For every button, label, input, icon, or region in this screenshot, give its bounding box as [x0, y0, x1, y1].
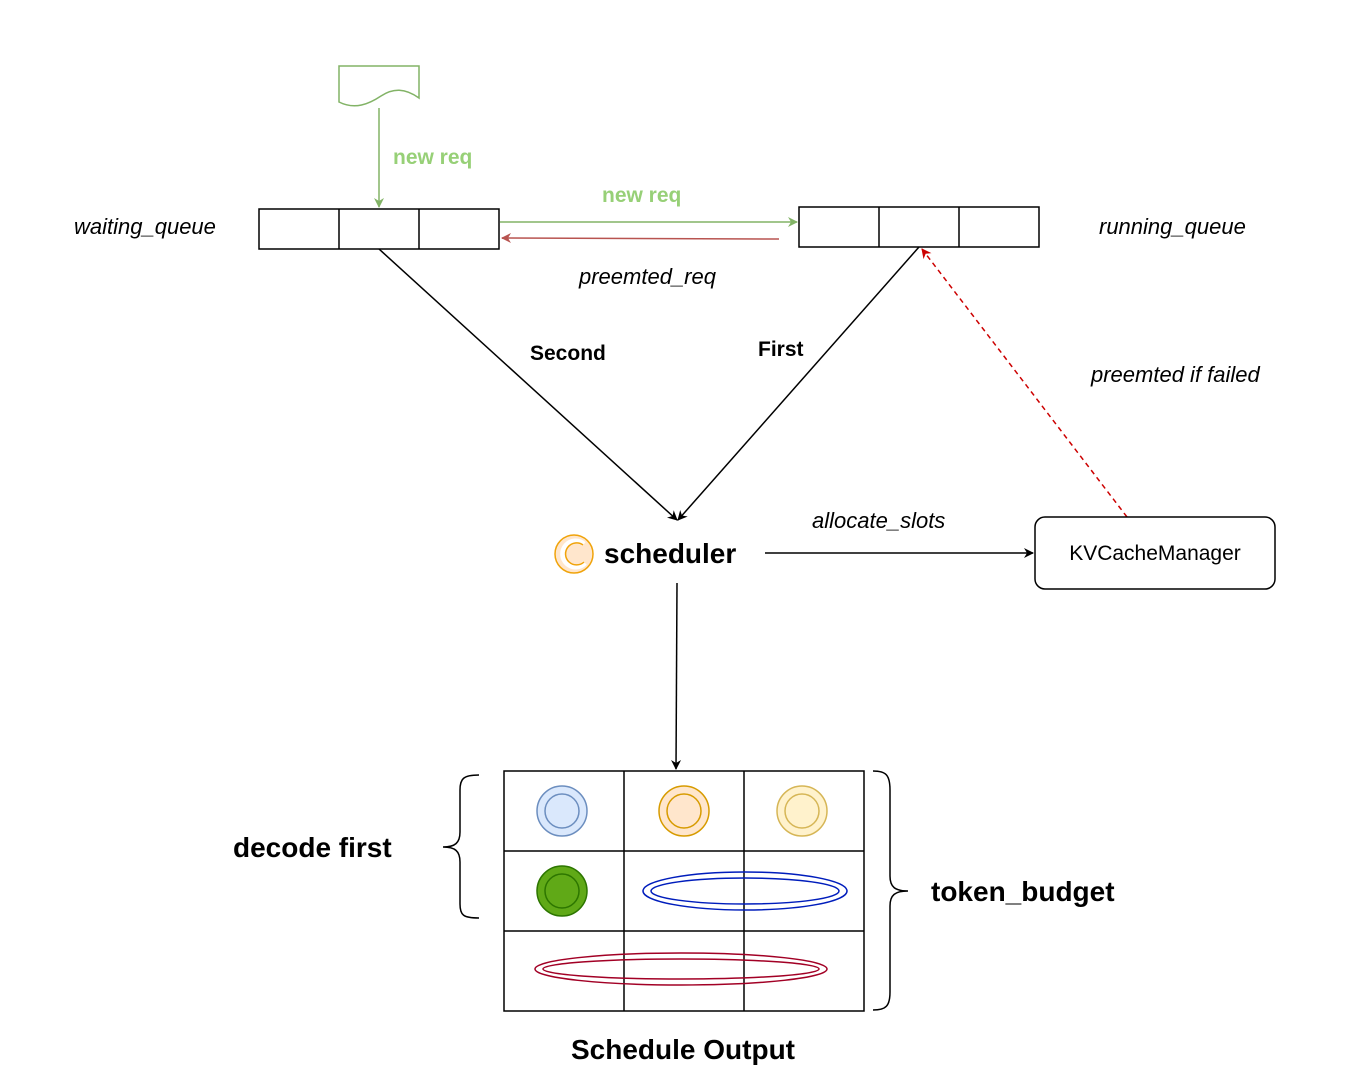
preemted-req-label: preemted_req	[578, 264, 717, 289]
schedule-output-label: Schedule Output	[571, 1034, 795, 1065]
running-queue	[798, 206, 1040, 248]
new-req-label-mid: new req	[602, 184, 681, 207]
green-token	[536, 865, 588, 917]
decode-first-brace	[442, 774, 480, 919]
waiting-queue-label: waiting_queue	[74, 214, 216, 239]
schedule-output-arrow	[671, 582, 682, 770]
second-arrow	[378, 248, 678, 521]
running-queue-label: running_queue	[1099, 214, 1246, 239]
decode-first-label: decode first	[233, 832, 392, 863]
preemted-if-failed-arrow	[921, 248, 1128, 518]
allocate-slots-label: allocate_slots	[812, 508, 945, 533]
orange-token	[658, 785, 710, 837]
token-budget-brace	[872, 770, 909, 1011]
document-icon	[338, 65, 420, 107]
kvcache-manager-box	[1034, 516, 1276, 590]
scheduler-icon	[554, 534, 594, 574]
first-label: First	[758, 338, 804, 361]
waiting-queue	[258, 208, 500, 250]
second-label: Second	[530, 342, 606, 365]
first-arrow	[677, 246, 920, 521]
kvcache-manager-label: KVCacheManager	[1069, 542, 1241, 565]
preemted-if-failed-label: preemted if failed	[1090, 362, 1261, 387]
blue-token	[536, 785, 588, 837]
blue-ellipse-token	[642, 871, 848, 911]
token-budget-label: token_budget	[931, 876, 1115, 907]
scheduler-label: scheduler	[604, 538, 736, 569]
new-req-label-top: new req	[393, 146, 472, 169]
red-ellipse-token	[534, 952, 828, 986]
yellow-token	[776, 785, 828, 837]
preemted-req-arrow	[501, 233, 780, 244]
